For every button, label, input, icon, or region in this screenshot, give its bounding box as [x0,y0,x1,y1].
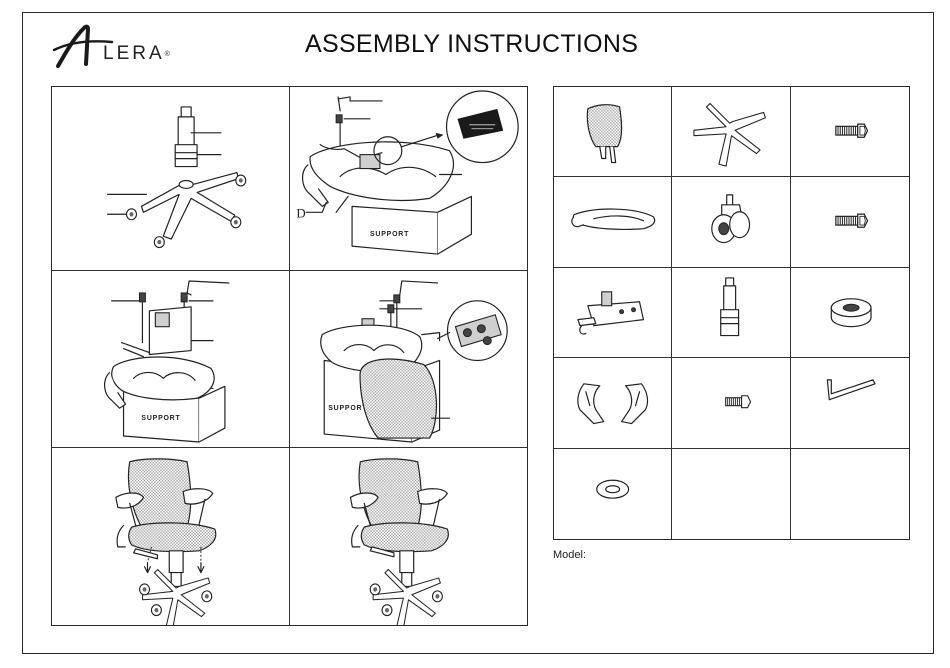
part-seat [554,177,672,267]
step-3-box-label: SUPPORT [141,415,180,422]
part-long-bolt-a [791,87,909,177]
part-five-star-base [672,87,790,177]
registered-mark: ® [165,51,170,58]
step-6-panel [290,448,528,625]
step-5-panel [52,448,290,625]
step-2-panel: SUPPORT D [290,87,528,271]
brand-wordmark: LERA® [103,43,170,65]
fasten-mechanism-illustration: SUPPORT [52,271,289,447]
seat-mechanism-icon [554,268,671,357]
spacer-ring-icon [791,268,909,357]
model-label: Model: [553,549,586,561]
short-bolt-icon [672,358,789,447]
washer-icon [554,449,671,539]
parts-list-grid [553,86,910,540]
step-4-panel: SUPPORT [290,271,528,448]
attach-armrests-illustration [52,448,289,625]
completed-chair-illustration [290,448,528,625]
part-gas-cylinder [672,268,790,358]
step-1-panel [52,87,290,271]
part-mesh-back [554,87,672,177]
base-and-cylinder-illustration [52,87,289,270]
caster-icon [672,177,789,266]
part-caster [672,177,790,267]
armrests-icon [554,358,671,447]
mechanism-to-seat-illustration: SUPPORT D [290,87,528,270]
part-allen-wrench [791,358,909,448]
long-bolt-icon [791,177,909,266]
allen-wrench-icon [791,358,909,447]
gas-cylinder-icon [672,268,789,357]
step-2-marker: D [296,205,305,220]
part-empty-2 [791,449,909,539]
mesh-back-icon [554,87,671,176]
part-empty-1 [672,449,790,539]
part-short-bolt [672,358,790,448]
step-2-box-label: SUPPORT [369,231,408,238]
five-star-base-icon [672,87,789,176]
page-title: ASSEMBLY INSTRUCTIONS [305,30,638,59]
assembly-steps-grid: SUPPORT D [51,86,528,626]
part-seat-mechanism [554,268,672,358]
step-3-panel: SUPPORT [52,271,290,448]
long-bolt-icon [791,87,909,176]
part-washer [554,449,672,539]
part-spacer-ring [791,268,909,358]
seat-icon [554,177,671,266]
brand-name: LERA [103,43,165,64]
step-4-box-label: SUPPORT [328,405,367,412]
part-armrests [554,358,672,448]
part-long-bolt-b [791,177,909,267]
attach-backrest-illustration: SUPPORT [290,271,528,447]
